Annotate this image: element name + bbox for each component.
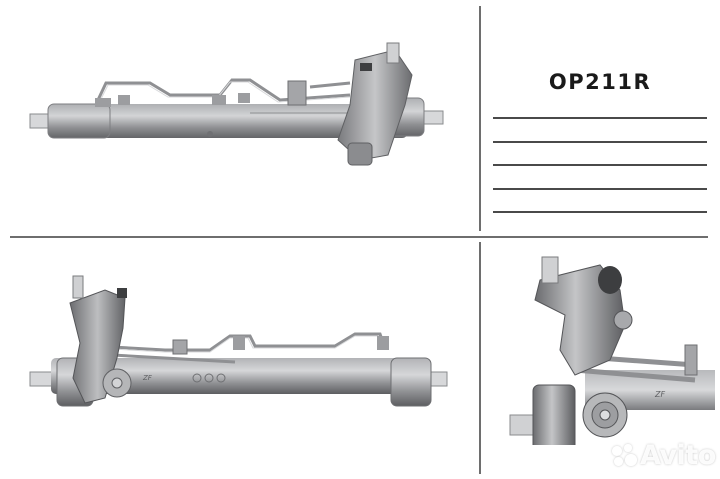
spec-row-3	[493, 164, 707, 166]
vertical-divider-top	[479, 6, 481, 231]
vertical-divider-bottom	[479, 242, 481, 474]
product-image-front[interactable]	[20, 35, 460, 185]
spec-row-2	[493, 141, 707, 143]
spec-row-4	[493, 188, 707, 190]
avito-dots-icon	[612, 443, 638, 468]
product-image-closeup[interactable]: ZF	[505, 255, 715, 445]
part-number: OP211R	[548, 70, 652, 94]
steering-rack-rear-illustration: ZF	[29, 275, 448, 407]
svg-text:ZF: ZF	[142, 374, 153, 382]
horizontal-divider	[10, 236, 708, 238]
spec-row-1	[493, 117, 707, 119]
avito-watermark: Avito	[612, 440, 716, 471]
product-image-rear[interactable]: ZF	[25, 268, 455, 418]
avito-wordmark: Avito	[640, 440, 716, 471]
spec-row-5	[493, 211, 707, 213]
steering-rack-front-illustration	[29, 42, 444, 166]
valve-housing-closeup-illustration: ZF	[509, 256, 715, 445]
svg-text:ZF: ZF	[654, 390, 665, 399]
